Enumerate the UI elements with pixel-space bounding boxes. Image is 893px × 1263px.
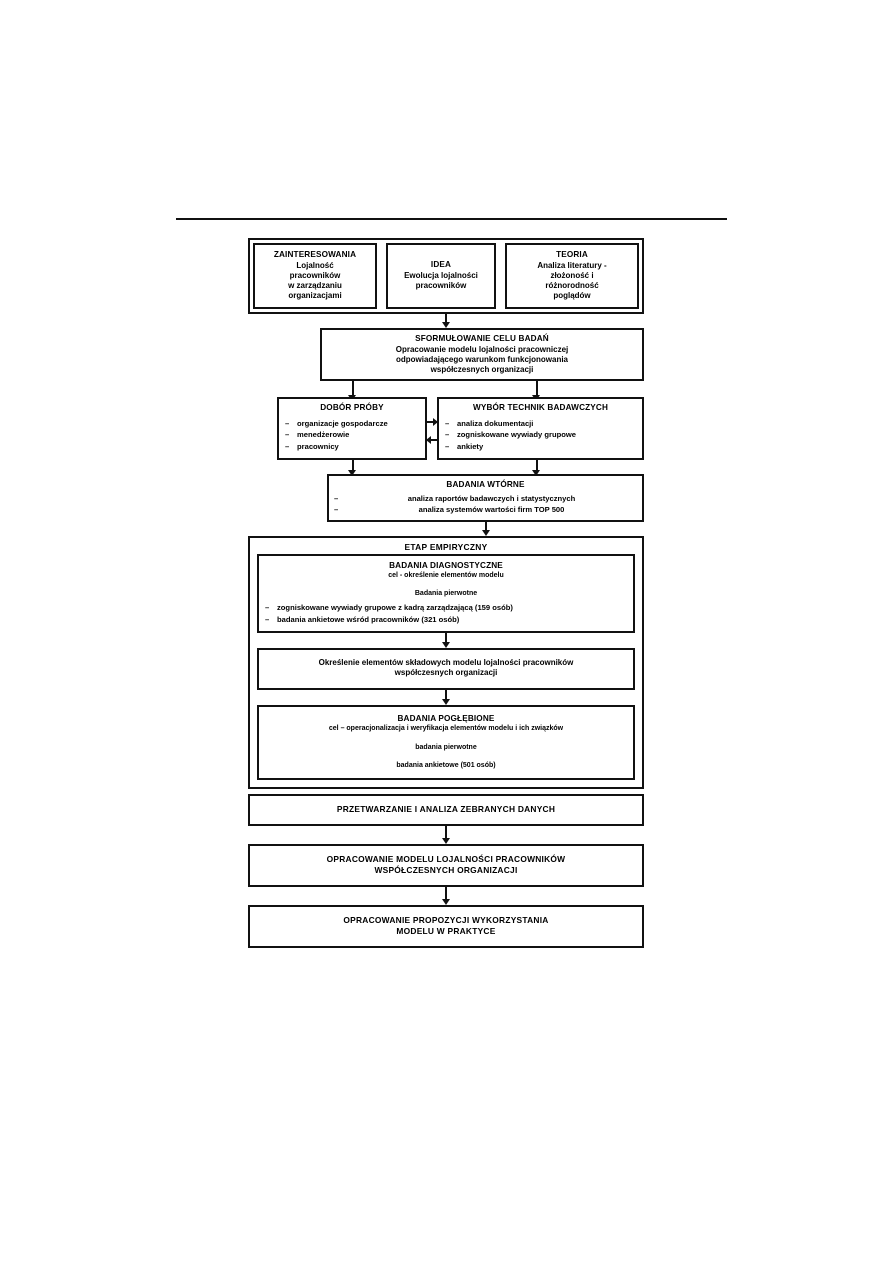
okreslenie-elementow-line-1: Określenie elementów składowych modelu l… [318, 658, 574, 668]
container-etap-empiryczny: ETAP EMPIRYCZNY BADANIA DIAGNOSTYCZNE ce… [248, 535, 644, 790]
box-teoria-line-3: różnorodność [545, 280, 599, 290]
wybor-technik-list: analiza dokumentacji zogniskowane wywiad… [445, 418, 636, 453]
list-item: organizacje gospodarcze [285, 418, 419, 430]
badania-diagnostyczne-title: BADANIA DIAGNOSTYCZNE [389, 560, 503, 570]
box-okreslenie-elementow: Określenie elementów składowych modelu l… [257, 648, 635, 690]
arrow-processing-to-model [248, 826, 644, 845]
arrows-methods-to-secondary [248, 460, 644, 477]
box-sformulowanie-celu-line-3: współczesnych organizacji [430, 365, 534, 375]
arrow-model-to-practice [248, 887, 644, 906]
box-idea-title: IDEA [430, 260, 452, 269]
box-przetwarzanie-danych-title: PRZETWARZANIE I ANALIZA ZEBRANYCH DANYCH [336, 804, 556, 815]
dobor-proby-list: organizacje gospodarcze menedżerowie pra… [285, 418, 419, 453]
list-item: pracownicy [285, 441, 419, 453]
box-sformulowanie-celu-title: SFORMUŁOWANIE CELU BADAŃ [415, 334, 549, 344]
box-zainteresowania-line-2: pracowników [289, 270, 341, 280]
inputs-row: ZAINTERESOWANIA Lojalność pracowników w … [253, 243, 639, 310]
arrow-elements-to-deep [257, 689, 635, 705]
box-zainteresowania-line-3: w zarządzaniu [288, 280, 342, 290]
badania-wtorne-list: analiza raportów badawczych i statystycz… [334, 493, 637, 516]
page-header-rule [176, 218, 727, 220]
box-propozycje-wykorzystania: OPRACOWANIE PROPOZYCJI WYKORZYSTANIA MOD… [248, 905, 644, 949]
arrow-secondary-to-empirical [327, 521, 644, 536]
list-item: menedżerowie [285, 429, 419, 441]
box-propozycje-wykorzystania-line-1: OPRACOWANIE PROPOZYCJI WYKORZYSTANIA [343, 915, 549, 926]
box-dobor-proby: DOBÓR PRÓBY organizacje gospodarcze mene… [277, 397, 427, 461]
arrow-inputs-to-goal [248, 314, 644, 329]
box-sformulowanie-celu-line-1: Opracowanie modelu lojalności pracownicz… [395, 344, 569, 354]
connector-sample-techniques [426, 397, 438, 460]
box-wybor-technik-title: WYBÓR TECHNIK BADAWCZYCH [472, 403, 609, 413]
box-teoria-line-2: złożoność i [550, 270, 594, 280]
box-badania-diagnostyczne: BADANIA DIAGNOSTYCZNE cel - określenie e… [257, 553, 635, 634]
badania-diagnostyczne-section-label: Badania pierwotne [414, 589, 478, 597]
box-teoria-title: TEORIA [556, 250, 588, 259]
box-sformulowanie-celu-line-2: odpowiadającego warunkom funkcjonowania [395, 355, 569, 365]
box-zainteresowania-line-1: Lojalność [296, 260, 334, 270]
arrow-diagnostic-to-elements [257, 633, 635, 649]
box-zainteresowania: ZAINTERESOWANIA Lojalność pracowników w … [253, 243, 377, 310]
list-item: zogniskowane wywiady grupowe [445, 429, 636, 441]
box-dobor-proby-title: DOBÓR PRÓBY [320, 403, 384, 413]
etap-empiryczny-title: ETAP EMPIRYCZNY [404, 541, 488, 552]
box-idea-line-1: Ewolucja lojalności [404, 270, 478, 280]
badania-poglebione-title: BADANIA POGŁĘBIONE [397, 713, 495, 723]
list-item: analiza dokumentacji [445, 418, 636, 430]
badania-poglebione-subtitle: cel – operacjonalizacja i weryfikacja el… [328, 725, 564, 733]
box-opracowanie-modelu: OPRACOWANIE MODELU LOJALNOŚCI PRACOWNIKÓ… [248, 844, 644, 888]
list-item: analiza systemów wartości firm TOP 500 [334, 504, 637, 516]
box-wybor-technik: WYBÓR TECHNIK BADAWCZYCH analiza dokumen… [437, 397, 644, 461]
box-zainteresowania-line-4: organizacjami [288, 291, 342, 301]
badania-poglebione-detail: badania ankietowe (501 osób) [396, 761, 496, 769]
arrows-goal-to-sample-and-techniques [248, 381, 644, 402]
box-przetwarzanie-danych: PRZETWARZANIE I ANALIZA ZEBRANYCH DANYCH [248, 794, 644, 827]
list-item: analiza raportów badawczych i statystycz… [334, 493, 637, 505]
box-opracowanie-modelu-line-1: OPRACOWANIE MODELU LOJALNOŚCI PRACOWNIKÓ… [326, 854, 566, 865]
box-badania-poglebione: BADANIA POGŁĘBIONE cel – operacjonalizac… [257, 704, 635, 781]
box-idea-line-2: pracowników [415, 280, 467, 290]
box-propozycje-wykorzystania-line-2: MODELU W PRAKTYCE [396, 926, 496, 937]
box-badania-wtorne-title: BADANIA WTÓRNE [446, 480, 525, 490]
list-item: badania ankietowe wśród pracowników (321… [265, 614, 627, 626]
box-sformulowanie-celu: SFORMUŁOWANIE CELU BADAŃ Opracowanie mod… [320, 328, 644, 382]
box-opracowanie-modelu-line-2: WSPÓŁCZESNYCH ORGANIZACJI [374, 865, 518, 876]
badania-poglebione-section-label: badania pierwotne [415, 743, 477, 751]
methods-row: DOBÓR PRÓBY organizacje gospodarcze mene… [277, 397, 644, 461]
box-teoria-line-4: poglądów [553, 291, 591, 301]
badania-diagnostyczne-list: zogniskowane wywiady grupowe z kadrą zar… [265, 602, 627, 625]
research-process-flowchart: ZAINTERESOWANIA Lojalność pracowników w … [248, 238, 644, 949]
list-item: zogniskowane wywiady grupowe z kadrą zar… [265, 602, 627, 614]
box-teoria-line-1: Analiza literatury - [537, 260, 607, 270]
inputs-container: ZAINTERESOWANIA Lojalność pracowników w … [248, 238, 644, 315]
badania-diagnostyczne-subtitle: cel - określenie elementów modelu [388, 572, 504, 580]
okreslenie-elementow-line-2: współczesnych organizacji [394, 668, 498, 678]
box-idea: IDEA Ewolucja lojalności pracowników [386, 243, 496, 310]
box-badania-wtorne: BADANIA WTÓRNE analiza raportów badawczy… [327, 474, 644, 522]
list-item: ankiety [445, 441, 636, 453]
box-zainteresowania-title: ZAINTERESOWANIA [273, 250, 357, 259]
box-teoria: TEORIA Analiza literatury - złożoność i … [505, 243, 639, 310]
